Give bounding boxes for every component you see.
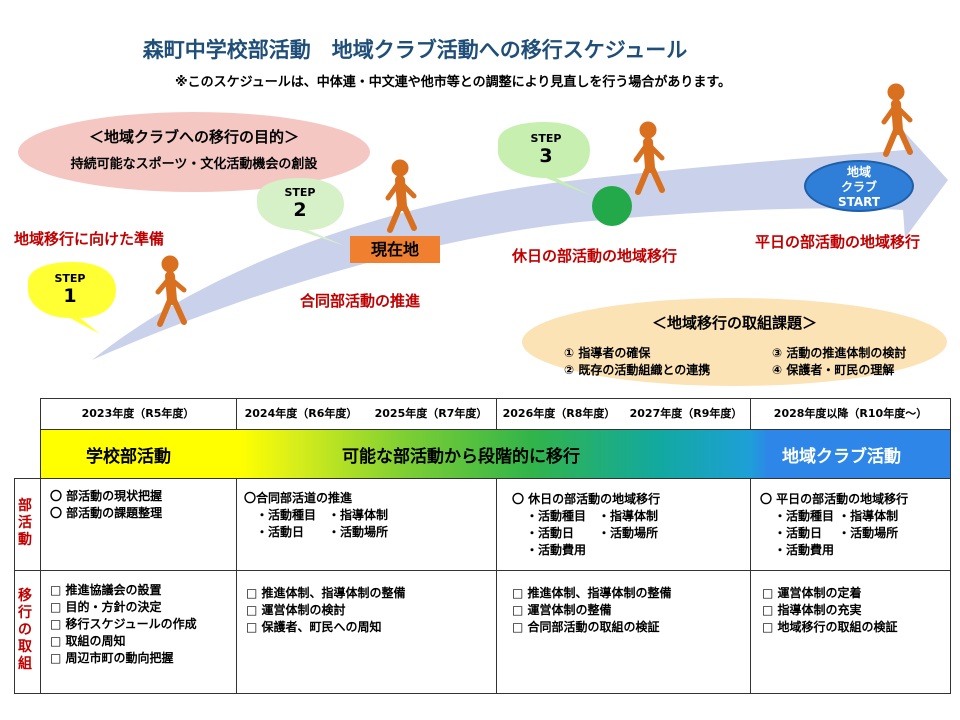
bukatsu-cell-2026: 〇 休日の部活動の地域移行 ・活動種目 ・指導体制 ・活動日 ・活動場所 ・活動… (512, 492, 661, 557)
issue-item: ③ 活動の推進体制の検討 (772, 346, 907, 360)
step1-bubble (28, 262, 116, 334)
year-2026: 2026年度（R8年度） (502, 407, 616, 420)
bukatsu-cell-2024: 〇合同部活道の推進 ・活動種目 ・指導体制 ・活動日 ・活動場所 (244, 491, 389, 539)
row-label-bukatsudo: 部活動 (18, 498, 32, 548)
step3-title: 休日の部活動の地域移行 (512, 247, 678, 265)
issues-heading: ＜地域移行の取組課題＞ (651, 314, 817, 332)
club-start-badge: 地域 クラブ START (804, 160, 914, 212)
ikou-cell-2024: □ 推進体制、指導体制の整備□ 運営体制の検討□ 保護者、町民への周知 (246, 586, 406, 634)
year-2024: 2024年度（R6年度） (244, 407, 358, 420)
year-2027: 2027年度（R9年度） (629, 407, 743, 420)
step2-title: 合同部活動の推進 (300, 292, 421, 310)
step2-bubble (257, 178, 345, 246)
green-dot (592, 186, 632, 226)
phase-gradual: 可能な部活動から段階的に移行 (342, 447, 580, 467)
current-position-marker: 現在地 (350, 236, 440, 263)
page-title: 森町中学校部活動 地域クラブ活動への移行スケジュール (142, 38, 688, 62)
year-2023: 2023年度（R5年度） (81, 407, 195, 420)
year-2028: 2028年度以降（R10年度～） (773, 407, 928, 420)
bukatsu-cell-2023: 〇 部活動の現状把握〇 部活動の課題整理 (50, 489, 163, 520)
issues-ellipse: ＜地域移行の取組課題＞ ① 指導者の確保 ③ 活動の推進体制の検討 ② 既存の活… (522, 298, 947, 386)
walker-icons (155, 83, 913, 327)
walker-icon-3 (633, 121, 665, 195)
phase-gradient-bar (40, 430, 951, 478)
bukatsu-cell-2028: 〇 平日の部活動の地域移行 ・活動種目 ・指導体制 ・活動日 ・活動場所 ・活動… (760, 492, 909, 557)
phase-club: 地域クラブ活動 (782, 447, 901, 467)
issue-item: ① 指導者の確保 (564, 346, 651, 360)
purpose-text: 持続可能なスポーツ・文化活動機会の創設 (70, 157, 318, 172)
row-label-ikou: 移行の取組 (18, 588, 32, 672)
step3-bubble (498, 122, 592, 196)
schedule-note: ※このスケジュールは、中体連・中文連や他市等との調整により見直しを行う場合があり… (175, 75, 732, 90)
issue-item: ② 既存の活動組織との連携 (564, 363, 711, 377)
ikou-cell-2023: □ 推進協議会の設置□ 目的・方針の決定□ 移行スケジュールの作成□ 取組の周知… (50, 583, 197, 665)
walker-icon-2 (385, 159, 417, 233)
step1-title: 地域移行に向けた準備 (14, 230, 165, 248)
walker-icon-1 (155, 255, 187, 327)
year-2025: 2025年度（R7年度） (374, 407, 488, 420)
walker-icon-4 (881, 83, 913, 157)
ikou-cell-2028: □ 運営体制の定着□ 指導体制の充実□ 地域移行の取組の検証 (762, 586, 898, 634)
phase-school: 学校部活動 (86, 447, 171, 467)
purpose-heading: ＜地域クラブへの移行の目的＞ (88, 128, 299, 146)
issue-item: ④ 保護者・町民の理解 (772, 363, 895, 377)
step-bubbles (28, 122, 632, 334)
step4-title: 平日の部活動の地域移行 (755, 233, 921, 251)
ikou-cell-2026: □ 推進体制、指導体制の整備□ 運営体制の整備□ 合同部活動の取組の検証 (512, 586, 672, 634)
